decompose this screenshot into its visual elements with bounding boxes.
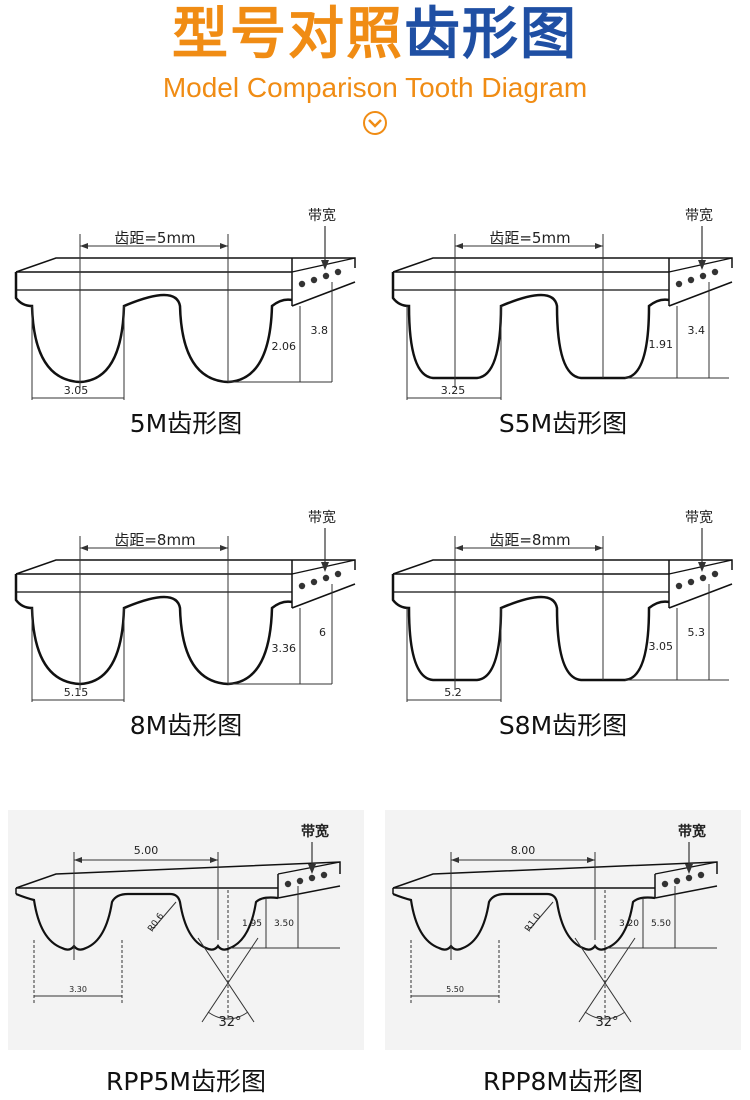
diagram-rpp8m: 8.00 带宽 R1.0 3.20 5.50 5.50 32° RPP8M齿形图 xyxy=(377,790,749,1096)
angle-label: 32° xyxy=(595,1015,618,1030)
angle-label: 32° xyxy=(218,1015,241,1030)
total-height-label: 6 xyxy=(319,626,326,639)
belt-width-label: 带宽 xyxy=(308,207,336,224)
pitch-label: 5.00 xyxy=(134,844,159,857)
tooth-height-label: 3.20 xyxy=(619,919,639,929)
diagram-5m: 齿距=5mm 带宽 2.06 3.8 3.05 5M齿形图 xyxy=(0,180,372,450)
diagram-caption: 5M齿形图 xyxy=(129,409,243,438)
tooth-width-label: 5.50 xyxy=(446,985,464,994)
tooth-profile-diagram: 8.00 带宽 R1.0 3.20 5.50 5.50 32° xyxy=(385,810,741,1050)
tooth-width-label: 5.2 xyxy=(444,686,462,699)
diagram-caption: S5M齿形图 xyxy=(498,409,628,438)
tooth-profile-diagram: 齿距=8mm 带宽 3.36 6 5.15 xyxy=(14,509,356,702)
tooth-height-label: 2.06 xyxy=(272,340,297,353)
title-part-1: 型号对照 xyxy=(172,2,404,67)
page-title: 型号对照齿形图 xyxy=(0,0,750,78)
total-height-label: 5.3 xyxy=(688,626,706,639)
tooth-profile-diagram: 5.00 带宽 R0.6 1.95 3.50 3.30 32° xyxy=(8,810,364,1050)
tooth-width-label: 5.15 xyxy=(64,686,89,699)
tooth-height-label: 1.91 xyxy=(649,338,674,351)
page-subtitle: Model Comparison Tooth Diagram xyxy=(162,72,588,103)
diagram-rpp5m: 5.00 带宽 R0.6 1.95 3.50 3.30 32° RPP5M齿形图 xyxy=(0,790,372,1096)
belt-width-label: 带宽 xyxy=(678,823,706,840)
pitch-label: 齿距=8mm xyxy=(114,531,195,549)
belt-width-label: 带宽 xyxy=(685,509,713,526)
tooth-width-label: 3.30 xyxy=(69,985,87,994)
diagram-caption: RPP8M齿形图 xyxy=(483,1067,643,1096)
tooth-width-label: 3.05 xyxy=(64,384,89,397)
tooth-height-label: 3.05 xyxy=(649,640,674,653)
total-height-label: 3.4 xyxy=(688,324,706,337)
total-height-label: 5.50 xyxy=(651,919,671,929)
diagram-8m: 齿距=8mm 带宽 3.36 6 5.15 8M齿形图 xyxy=(0,482,372,752)
chevron-down-icon xyxy=(363,111,387,135)
diagram-caption: S8M齿形图 xyxy=(498,711,628,740)
belt-width-label: 带宽 xyxy=(308,509,336,526)
total-height-label: 3.8 xyxy=(311,324,329,337)
tooth-width-label: 3.25 xyxy=(441,384,466,397)
pitch-label: 8.00 xyxy=(511,844,536,857)
tooth-height-label: 3.36 xyxy=(272,642,297,655)
tooth-profile-diagram: 齿距=8mm 带宽 3.05 5.3 5.2 xyxy=(391,509,733,702)
pitch-label: 齿距=5mm xyxy=(489,229,570,247)
tooth-profile-diagram: 齿距=5mm 带宽 1.91 3.4 3.25 xyxy=(391,207,733,400)
tooth-profile-diagram: 齿距=5mm 带宽 2.06 3.8 3.05 xyxy=(14,207,356,400)
pitch-label: 齿距=5mm xyxy=(114,229,195,247)
diagram-caption: 8M齿形图 xyxy=(129,711,243,740)
diagram-s8m: 齿距=8mm 带宽 3.05 5.3 5.2 S8M齿形图 xyxy=(377,482,749,752)
diagram-caption: RPP5M齿形图 xyxy=(106,1067,266,1096)
pitch-label: 齿距=8mm xyxy=(489,531,570,549)
tooth-height-label: 1.95 xyxy=(242,919,262,929)
belt-width-label: 带宽 xyxy=(685,207,713,224)
title-part-2: 齿形图 xyxy=(404,2,578,67)
belt-width-label: 带宽 xyxy=(301,823,329,840)
diagram-s5m: 齿距=5mm 带宽 1.91 3.4 3.25 S5M齿形图 xyxy=(377,180,749,450)
total-height-label: 3.50 xyxy=(274,919,294,929)
